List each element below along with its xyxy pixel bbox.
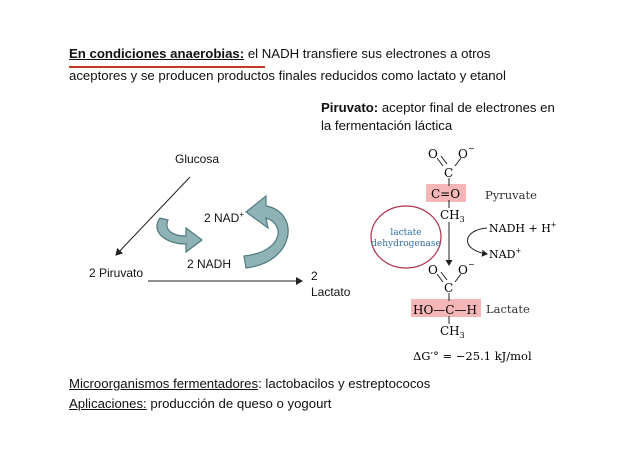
- enzyme-circle: [370, 205, 442, 269]
- apps-label: Aplicaciones:: [69, 396, 147, 411]
- pyr-ch3-text: CH: [440, 208, 460, 222]
- piruvato-note-rest: aceptor final de electrones en: [378, 100, 555, 115]
- lactate-carbinol-highlight: [411, 299, 481, 317]
- label-2-nadh: 2 NADH: [187, 257, 232, 271]
- pyr-ch3-sub: 3: [460, 215, 465, 224]
- label-lactato-number: 2: [311, 269, 318, 283]
- bond-lactate-o-left: [436, 273, 444, 283]
- pyr-c-top: C: [444, 166, 453, 180]
- nad-regeneration-arrow: [243, 194, 289, 269]
- bond-lactate-o-left-double: [440, 271, 448, 281]
- pyr-o-minus: −: [468, 144, 475, 153]
- enzyme-line-2: dehydrogenase: [371, 239, 441, 249]
- piruvato-note-line-1: Piruvato: aceptor final de electrones en: [321, 99, 555, 116]
- label-2-nad-plus-text: 2 NAD: [204, 211, 240, 225]
- header-line-1: En condiciones anaerobias: el NADH trans…: [69, 45, 490, 62]
- label-2-piruvato: 2 Piruvato: [89, 266, 144, 280]
- lac-o-minus: −: [468, 260, 475, 269]
- nadh-h-text: NADH + H: [489, 222, 551, 235]
- micro-label: Microorganismos fermentadores: [69, 376, 259, 391]
- pyruvate-carbonyl-highlight: [426, 184, 466, 202]
- header-line-1-rest: el NADH transfiere sus electrones a otro…: [244, 46, 491, 61]
- glucose-to-pyruvate-arrow: [115, 176, 191, 256]
- bond-o-right: [454, 157, 462, 167]
- bond-o-left: [436, 157, 444, 167]
- pyr-c-eq-o: C=O: [431, 187, 460, 201]
- header-red-underline: [69, 66, 265, 68]
- footer-line-2: Aplicaciones: producción de queso o yogo…: [69, 395, 331, 412]
- nadh-h-label: NADH + H+: [489, 221, 557, 235]
- delta-g-label: ΔG′° = −25.1 kJ/mol: [413, 349, 532, 363]
- bond-o-left-double: [440, 155, 448, 165]
- header-bold-lead: En condiciones anaerobias:: [69, 46, 245, 61]
- nad-plus-sup: +: [515, 247, 521, 255]
- piruvato-note-bold: Piruvato:: [321, 100, 379, 115]
- bond-lactate-o-right: [454, 273, 462, 283]
- lactate-label: Lactate: [486, 302, 530, 316]
- lac-ch3-sub: 3: [460, 331, 465, 340]
- lac-c-top: C: [444, 281, 453, 295]
- nad-plus-label: NAD+: [489, 247, 521, 261]
- micro-rest: : lactobacilos y estreptococos: [258, 376, 431, 391]
- nad-plus-text: NAD: [489, 248, 516, 261]
- footer-line-1: Microorganismos fermentadores: lactobaci…: [69, 375, 430, 392]
- label-lactato-word: Lactato: [311, 285, 351, 299]
- nadh-h-sup: +: [551, 221, 557, 229]
- lac-o-right: O: [458, 263, 468, 277]
- label-glucosa: Glucosa: [175, 152, 220, 166]
- header-line-2: aceptores y se producen productos finale…: [69, 68, 506, 83]
- enzyme-line-1: lactate: [390, 228, 421, 238]
- apps-rest: producción de queso o yogourt: [146, 396, 332, 411]
- piruvato-note-line-2: la fermentación láctica: [321, 118, 453, 133]
- pyr-o-left: O: [428, 147, 438, 161]
- pyr-ch3: CH3: [440, 208, 465, 224]
- label-2-nad-plus-sup: +: [239, 210, 245, 219]
- label-2-nad-plus: 2 NAD+: [204, 206, 244, 227]
- nadh-curved-arrow: [467, 227, 488, 257]
- nadh-formation-arrow: [156, 217, 203, 254]
- pyr-o-right: O: [458, 147, 468, 161]
- lac-ho-c-h: HO—C—H: [413, 303, 477, 317]
- lac-ch3-text: CH: [440, 324, 460, 338]
- pyruvate-label: Pyruvate: [485, 188, 537, 202]
- lac-o-left: O: [428, 263, 438, 277]
- lac-ch3: CH3: [440, 324, 465, 340]
